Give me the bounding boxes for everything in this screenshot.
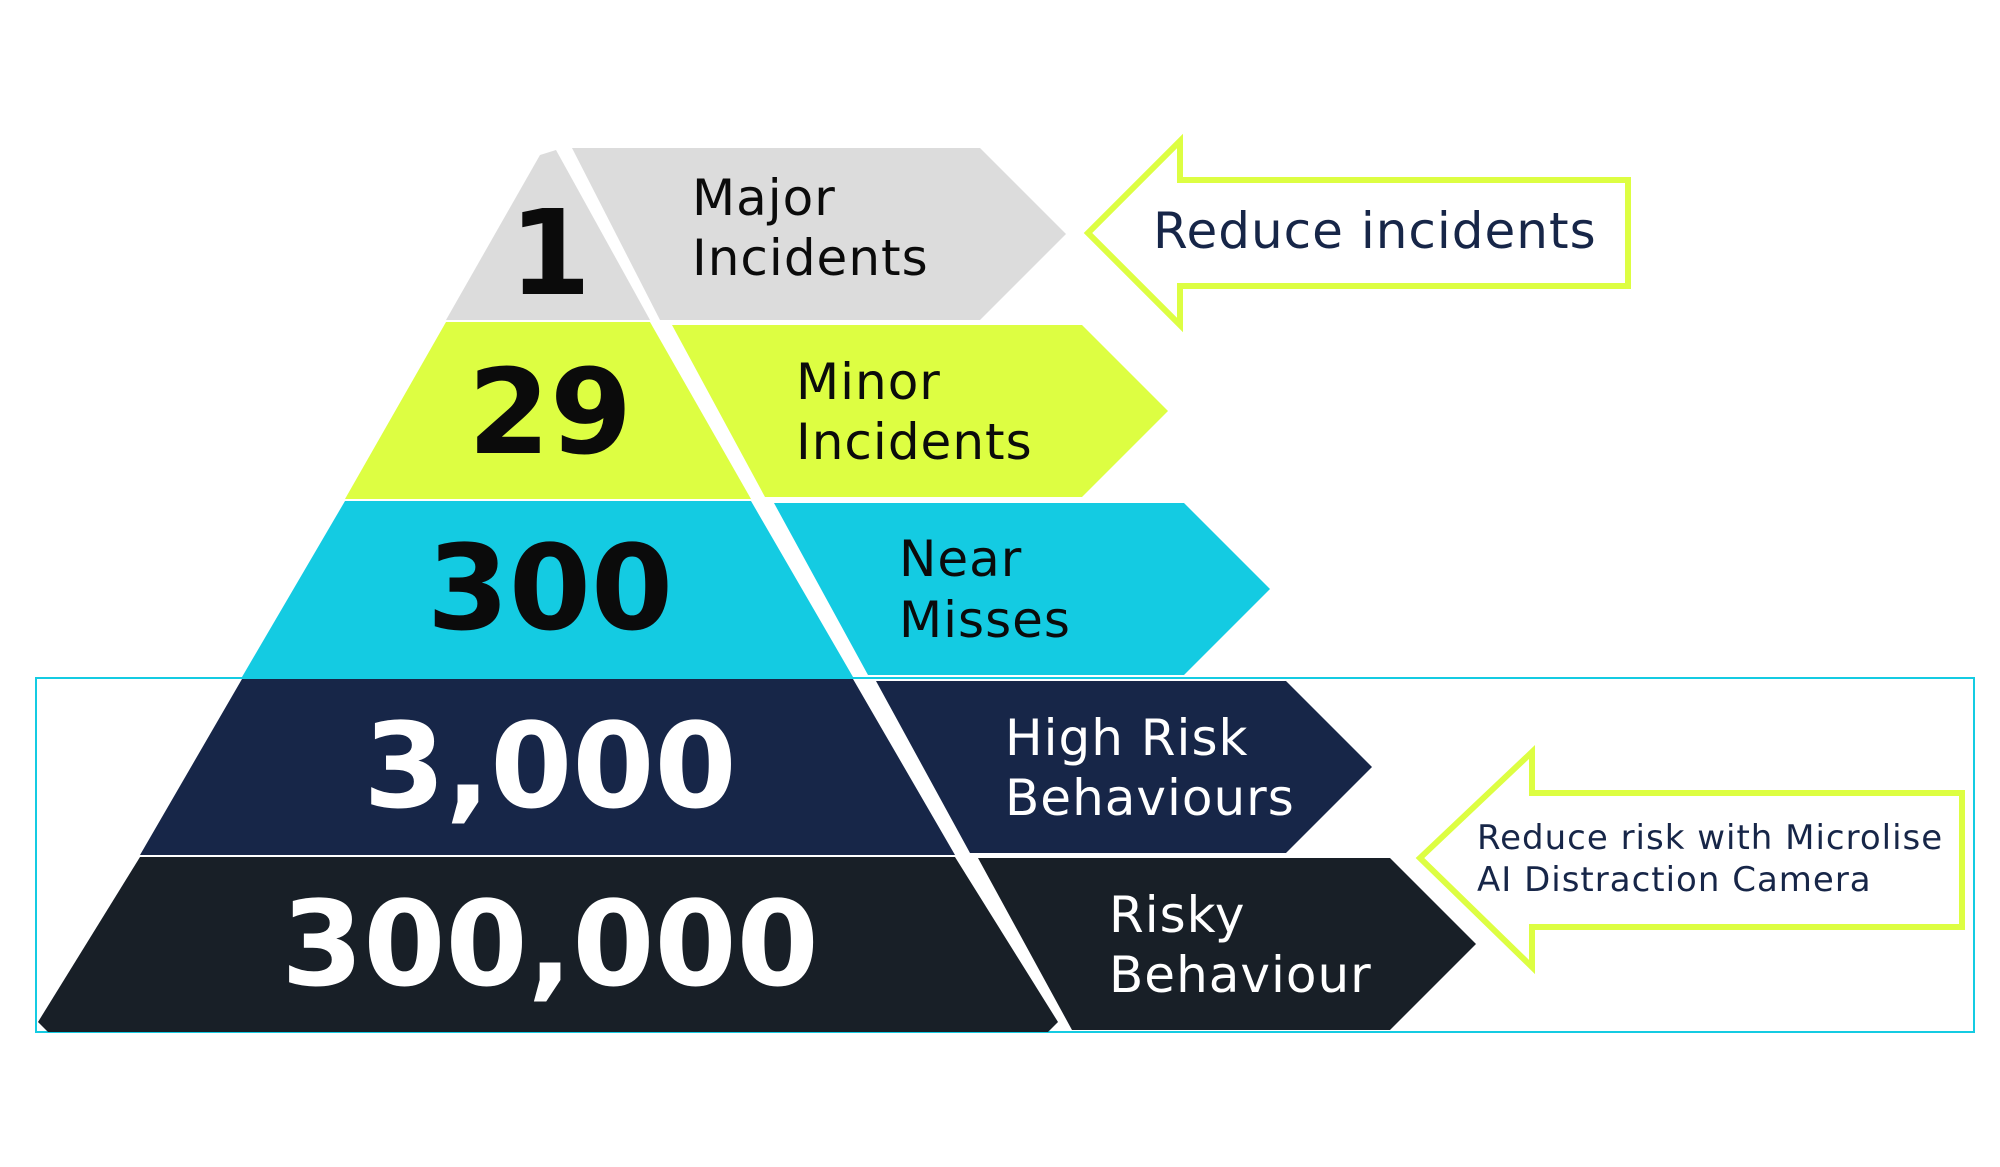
tier-2-label-line1: Minor xyxy=(796,353,941,411)
pyramid-tier-1 xyxy=(446,150,650,320)
pyramid-tier-4 xyxy=(140,679,955,855)
label-arrow-3 xyxy=(774,503,1270,675)
label-arrow-5 xyxy=(978,858,1476,1030)
label-arrow-2 xyxy=(672,325,1168,497)
tier-2-number: 29 xyxy=(468,343,632,481)
callout-bottom-line1: Reduce risk with Microlise xyxy=(1477,818,1943,858)
callout-arrow-top xyxy=(1083,133,1631,333)
tier-1-label-line2: Incidents xyxy=(692,229,929,287)
tier-3-label-line1: Near xyxy=(899,530,1022,588)
callout-arrow-bottom xyxy=(1415,745,1965,975)
tier-2-label-line2: Incidents xyxy=(796,413,1033,471)
tier-5-number: 300,000 xyxy=(281,875,818,1013)
pyramid-tier-2 xyxy=(345,322,751,499)
pyramid xyxy=(38,150,1058,1032)
label-arrow-4 xyxy=(876,681,1372,853)
tier-1-label-line1: Major xyxy=(692,169,836,227)
tier-4-number: 3,000 xyxy=(363,697,736,835)
tier-5-label-line1: Risky xyxy=(1109,886,1245,944)
tier-5-label-line2: Behaviour xyxy=(1109,946,1372,1004)
tier-3-label-line2: Misses xyxy=(899,591,1071,649)
tier-4-label-line2: Behaviours xyxy=(1005,769,1295,827)
pyramid-tier-3 xyxy=(242,501,853,677)
tier-4-label-line1: High Risk xyxy=(1005,709,1248,767)
pyramid-tier-5 xyxy=(38,857,1058,1032)
tier-3-number: 300 xyxy=(427,519,673,657)
callout-bottom-line2: AI Distraction Camera xyxy=(1477,860,1872,900)
label-arrow-1 xyxy=(572,148,1066,320)
callout-top-text: Reduce incidents xyxy=(1153,202,1597,260)
tier-1-number: 1 xyxy=(509,184,591,322)
